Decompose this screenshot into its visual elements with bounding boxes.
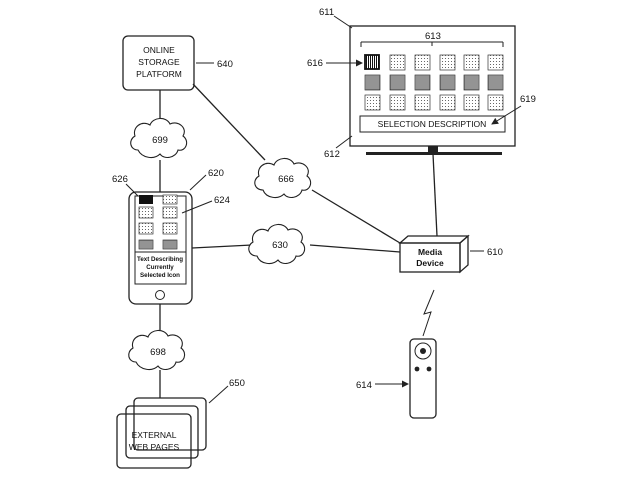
phone-home-button (155, 290, 165, 300)
ref-614: 614 (356, 380, 372, 391)
media-device-line2: Device (416, 258, 444, 268)
cloud-630-label: 630 (272, 240, 288, 251)
cloud-666: 666 (254, 157, 312, 199)
ref-619: 619 (520, 94, 536, 105)
cloud-698: 698 (128, 329, 186, 371)
selection-description-box (359, 115, 506, 133)
phone-device: Text Describing Currently Selected Icon (128, 191, 193, 305)
ref-640: 640 (217, 59, 233, 70)
media-device-line1: Media (418, 247, 442, 257)
phone-selected-icon (139, 195, 153, 204)
external-pages-line1: EXTERNAL (132, 430, 177, 440)
cloud-666-label: 666 (278, 174, 294, 185)
connection-lines (159, 83, 438, 398)
external-web-pages: EXTERNAL WEB PAGES (116, 397, 207, 469)
phone-text-line2: Currently (146, 264, 174, 271)
ref-611: 611 (319, 7, 334, 18)
cloud-698-label: 698 (150, 347, 166, 358)
ref-616: 616 (307, 58, 323, 69)
cloud-630: 630 (248, 223, 306, 265)
ref-612: 612 (324, 149, 340, 160)
media-device: Media Device (398, 234, 470, 274)
ref-610: 610 (487, 247, 503, 258)
online-storage-line3: PLATFORM (136, 69, 182, 79)
online-storage-line2: STORAGE (138, 57, 180, 67)
tv-icon-grid (364, 54, 504, 111)
ref-624: 624 (214, 195, 230, 206)
remote-control (409, 338, 437, 419)
television: SELECTION DESCRIPTION (349, 25, 516, 155)
ref-626: 626 (112, 174, 128, 185)
tv-selected-icon (364, 54, 380, 70)
cloud-699-label: 699 (152, 135, 168, 146)
phone-text-line1: Text Describing (137, 256, 183, 263)
selection-description-text: SELECTION DESCRIPTION (378, 119, 487, 129)
tv-stand (366, 152, 502, 155)
online-storage-line1: ONLINE (143, 45, 175, 55)
cloud-699: 699 (130, 117, 188, 159)
phone-text-line3: Selected Icon (140, 272, 180, 279)
ref-613: 613 (425, 31, 441, 42)
ref-650: 650 (229, 378, 245, 389)
online-storage-platform: ONLINE STORAGE PLATFORM (122, 35, 195, 91)
wireless-signal (422, 289, 435, 337)
external-pages-line2: WEB PAGES (129, 442, 180, 452)
ref-620: 620 (208, 168, 224, 179)
